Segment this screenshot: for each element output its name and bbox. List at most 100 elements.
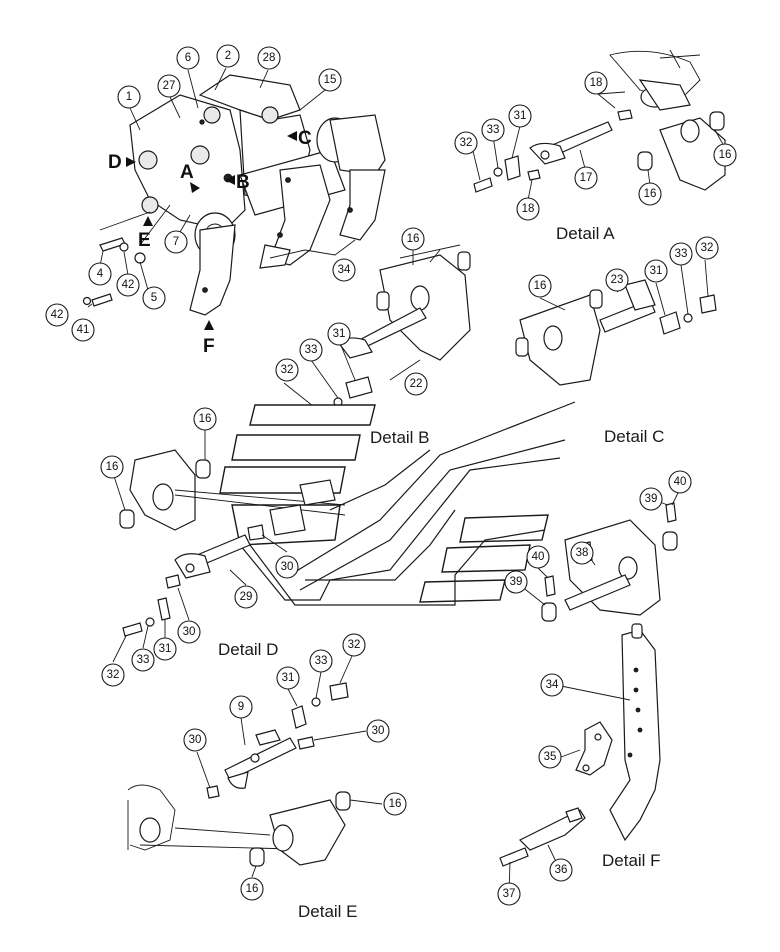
- svg-text:7: 7: [173, 236, 179, 248]
- svg-text:16: 16: [719, 149, 732, 161]
- callout-32-c: 32: [695, 236, 719, 260]
- callout-40-f-lower: 40: [526, 545, 550, 569]
- view-letter-e: E: [138, 230, 151, 251]
- svg-text:16: 16: [407, 233, 420, 245]
- svg-text:16: 16: [199, 413, 212, 425]
- svg-text:36: 36: [555, 864, 568, 876]
- svg-text:2: 2: [225, 50, 231, 62]
- svg-text:33: 33: [315, 655, 328, 667]
- detail-f-label: Detail F: [602, 851, 661, 870]
- callout-42-lower: 42: [45, 303, 69, 327]
- svg-text:37: 37: [503, 888, 516, 900]
- callout-32-e: 32: [342, 633, 366, 657]
- svg-text:18: 18: [590, 77, 603, 89]
- callout-31-b: 31: [327, 322, 351, 346]
- detail-c: [515, 259, 717, 386]
- callout-29-d: 29: [234, 585, 258, 609]
- callout-33-e: 33: [309, 649, 333, 673]
- callout-16-e-bottom: 16: [240, 877, 264, 901]
- callout-41: 41: [71, 318, 95, 342]
- callout-22-b: 22: [404, 372, 428, 396]
- callout-18-a-bottom: 18: [516, 197, 540, 221]
- callout-32-a: 32: [454, 131, 478, 155]
- callout-33-a: 33: [481, 118, 505, 142]
- callout-4: 4: [88, 262, 112, 286]
- svg-text:29: 29: [240, 591, 253, 603]
- callout-31-c: 31: [644, 259, 668, 283]
- svg-text:16: 16: [389, 798, 402, 810]
- callout-37-f: 37: [497, 882, 521, 906]
- callout-31-d: 31: [153, 637, 177, 661]
- main-callouts: 1 27 6 2 28 15 7 4 42 5 42 41 34: [45, 44, 356, 342]
- svg-text:33: 33: [675, 248, 688, 260]
- detail-a: [472, 49, 726, 201]
- callout-6: 6: [176, 46, 200, 70]
- svg-text:31: 31: [282, 672, 295, 684]
- callout-34-f: 34: [540, 673, 564, 697]
- callout-2: 2: [216, 44, 240, 68]
- callout-23-c: 23: [605, 268, 629, 292]
- callout-33-b: 33: [299, 338, 323, 362]
- callout-33-d: 33: [131, 648, 155, 672]
- detail-b-label: Detail B: [370, 428, 430, 447]
- svg-text:31: 31: [159, 643, 172, 655]
- callout-39-f-top: 39: [639, 487, 663, 511]
- svg-text:27: 27: [163, 80, 176, 92]
- detail-b: [283, 244, 471, 421]
- svg-text:32: 32: [460, 137, 473, 149]
- svg-text:40: 40: [674, 476, 687, 488]
- view-letter-b: B: [236, 172, 250, 193]
- svg-text:16: 16: [534, 280, 547, 292]
- svg-text:34: 34: [338, 264, 351, 276]
- detail-c-callouts: 16 23 31 33 32: [528, 236, 719, 298]
- callout-1: 1: [117, 85, 141, 109]
- detail-d-callouts: 16 16 30 29 30 31 33 32: [100, 407, 299, 687]
- callout-30-e-left: 30: [183, 728, 207, 752]
- callout-9-e: 9: [229, 695, 253, 719]
- callout-30-d-upper: 30: [275, 555, 299, 579]
- svg-text:33: 33: [305, 344, 318, 356]
- svg-text:15: 15: [324, 74, 337, 86]
- callout-7: 7: [164, 230, 188, 254]
- svg-text:16: 16: [644, 188, 657, 200]
- callout-31-a: 31: [508, 104, 532, 128]
- svg-text:22: 22: [410, 378, 423, 390]
- detail-e-label: Detail E: [298, 902, 358, 921]
- callout-36-f: 36: [549, 858, 573, 882]
- callout-17-a: 17: [574, 166, 598, 190]
- detail-b-callouts: 16 31 33 32 22: [275, 227, 428, 396]
- svg-text:42: 42: [51, 309, 64, 321]
- callout-15: 15: [318, 68, 342, 92]
- svg-text:17: 17: [580, 172, 593, 184]
- main-assembly: [82, 67, 386, 316]
- callout-16-a-right: 16: [713, 143, 737, 167]
- svg-text:40: 40: [532, 551, 545, 563]
- view-letter-a: A: [180, 162, 194, 183]
- arrow-f: [204, 320, 214, 330]
- svg-text:31: 31: [650, 265, 663, 277]
- view-letter-d: D: [108, 152, 122, 173]
- svg-text:4: 4: [97, 268, 104, 280]
- view-letters: D A B C E F: [108, 128, 312, 357]
- view-letter-f: F: [203, 336, 215, 357]
- svg-text:32: 32: [281, 364, 294, 376]
- detail-e: [127, 655, 383, 878]
- callout-18-a-top: 18: [584, 71, 608, 95]
- svg-text:33: 33: [137, 654, 150, 666]
- callout-16-b: 16: [401, 227, 425, 251]
- svg-text:32: 32: [348, 639, 361, 651]
- callout-31-e: 31: [276, 666, 300, 690]
- svg-text:30: 30: [183, 626, 196, 638]
- arrow-a: [190, 182, 200, 193]
- detail-d-label: Detail D: [218, 640, 278, 659]
- detail-e-callouts: 31 33 32 9 30 30 16 16: [183, 633, 407, 901]
- detail-c-label: Detail C: [604, 427, 664, 446]
- callout-16-c: 16: [528, 274, 552, 298]
- callout-5: 5: [142, 286, 166, 310]
- svg-text:28: 28: [263, 52, 276, 64]
- callout-16-d-top: 16: [193, 407, 217, 431]
- view-letter-c: C: [298, 128, 312, 149]
- svg-text:41: 41: [77, 324, 90, 336]
- callout-16-e-right: 16: [383, 792, 407, 816]
- callout-40-f-top: 40: [668, 470, 692, 494]
